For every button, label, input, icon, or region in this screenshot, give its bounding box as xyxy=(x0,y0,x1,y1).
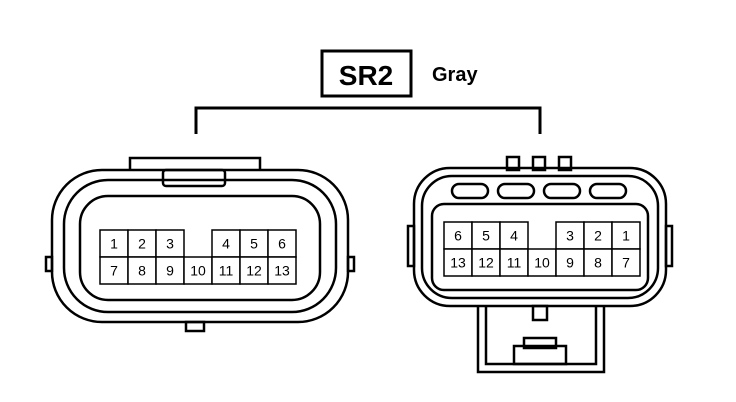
left-connector-side-tab-left xyxy=(44,255,54,273)
pin-number: 13 xyxy=(450,255,466,271)
connector-code: SR2 xyxy=(339,60,393,91)
right-connector-prong xyxy=(505,155,521,172)
pin-cell xyxy=(211,229,241,258)
pin-number: 6 xyxy=(278,236,286,252)
pin-cell xyxy=(127,229,157,258)
right-connector-side-tab-right xyxy=(664,224,674,268)
pin-number: 7 xyxy=(110,263,118,279)
pin-cell xyxy=(499,248,529,277)
left-connector-latch xyxy=(128,156,262,171)
pin-number: 1 xyxy=(110,236,118,252)
right-connector-prong xyxy=(557,155,573,172)
pin-number: 12 xyxy=(478,255,494,271)
pin-number: 5 xyxy=(250,236,258,252)
right-connector-top-slot xyxy=(542,182,582,200)
left-connector xyxy=(44,156,356,333)
right-connector-top-slot xyxy=(496,182,536,200)
pin-number: 13 xyxy=(274,263,290,279)
connector-label: SR2 Gray xyxy=(320,49,478,98)
pin-number: 9 xyxy=(566,255,574,271)
pin-number: 10 xyxy=(534,255,550,271)
right-connector-pin-grid: 6 5 4 3 2 1 13 12 11 10 9 8 7 xyxy=(443,221,641,277)
pin-number: 2 xyxy=(138,236,146,252)
connector-color: Gray xyxy=(432,64,478,86)
pin-number: 11 xyxy=(507,255,522,271)
pin-number: 9 xyxy=(166,263,174,279)
pin-number: 3 xyxy=(166,236,174,252)
pin-cell xyxy=(471,248,501,277)
right-connector-latch-inner xyxy=(484,306,598,366)
pin-number: 6 xyxy=(454,228,462,244)
right-connector-prong xyxy=(531,155,547,172)
right-connector xyxy=(406,155,674,374)
right-connector-shell-inner xyxy=(420,174,660,300)
left-connector-window xyxy=(78,194,322,302)
right-connector-side-tab-left xyxy=(406,224,416,268)
pin-cell xyxy=(527,248,557,277)
right-connector-top-slot xyxy=(588,182,628,200)
right-connector-latch-key-top xyxy=(522,336,558,350)
pin-number: 10 xyxy=(190,263,206,279)
connector-pair-bracket xyxy=(194,106,542,134)
pin-cell xyxy=(267,229,297,258)
pin-number: 2 xyxy=(594,228,602,244)
connector-code-box xyxy=(320,49,413,98)
right-connector-window xyxy=(430,202,650,292)
right-connector-bottom-key xyxy=(531,304,549,322)
pin-cell xyxy=(583,248,613,277)
pin-number: 4 xyxy=(510,228,518,244)
right-connector-latch-key xyxy=(512,344,568,366)
pin-number: 3 xyxy=(566,228,574,244)
right-connector-latch-body xyxy=(476,306,606,374)
pin-cell xyxy=(267,256,297,285)
left-connector-shell-inner xyxy=(62,178,338,314)
pin-cell xyxy=(611,248,641,277)
pin-cell xyxy=(183,256,213,285)
pin-cell xyxy=(155,229,185,258)
pin-number: 4 xyxy=(222,236,230,252)
pin-number: 11 xyxy=(219,263,234,279)
right-connector-top-slot xyxy=(450,182,490,200)
left-connector-latch-tab xyxy=(161,168,227,188)
pin-number: 1 xyxy=(622,228,630,244)
pin-number: 5 xyxy=(482,228,490,244)
pin-number: 7 xyxy=(622,255,630,271)
left-connector-bottom-key xyxy=(184,320,206,333)
pin-number: 8 xyxy=(594,255,602,271)
pin-number: 8 xyxy=(138,263,146,279)
left-connector-side-tab-right xyxy=(346,255,356,273)
pin-number: 12 xyxy=(246,263,262,279)
